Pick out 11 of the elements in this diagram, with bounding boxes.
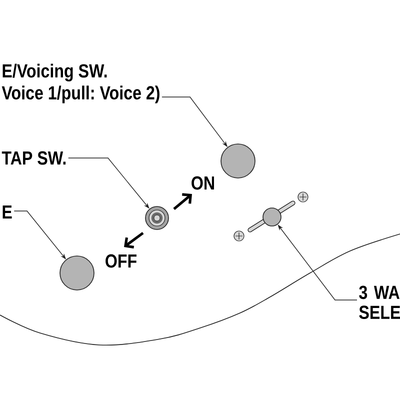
control-knob [60, 256, 94, 290]
callout-label: E/Voicing SW. Voice 1/pull: Voice 2) [2, 64, 160, 104]
push-switch [145, 206, 169, 230]
callout-label: 3 WA SELE [359, 286, 400, 320]
leader-line [278, 224, 358, 300]
control-knob [220, 144, 256, 178]
callout-label: TAP SW. [2, 151, 66, 165]
switch-knob [262, 208, 282, 226]
switch-label: ON [192, 176, 214, 190]
switch-label: OFF [106, 254, 136, 268]
callout-label: E [2, 206, 12, 219]
